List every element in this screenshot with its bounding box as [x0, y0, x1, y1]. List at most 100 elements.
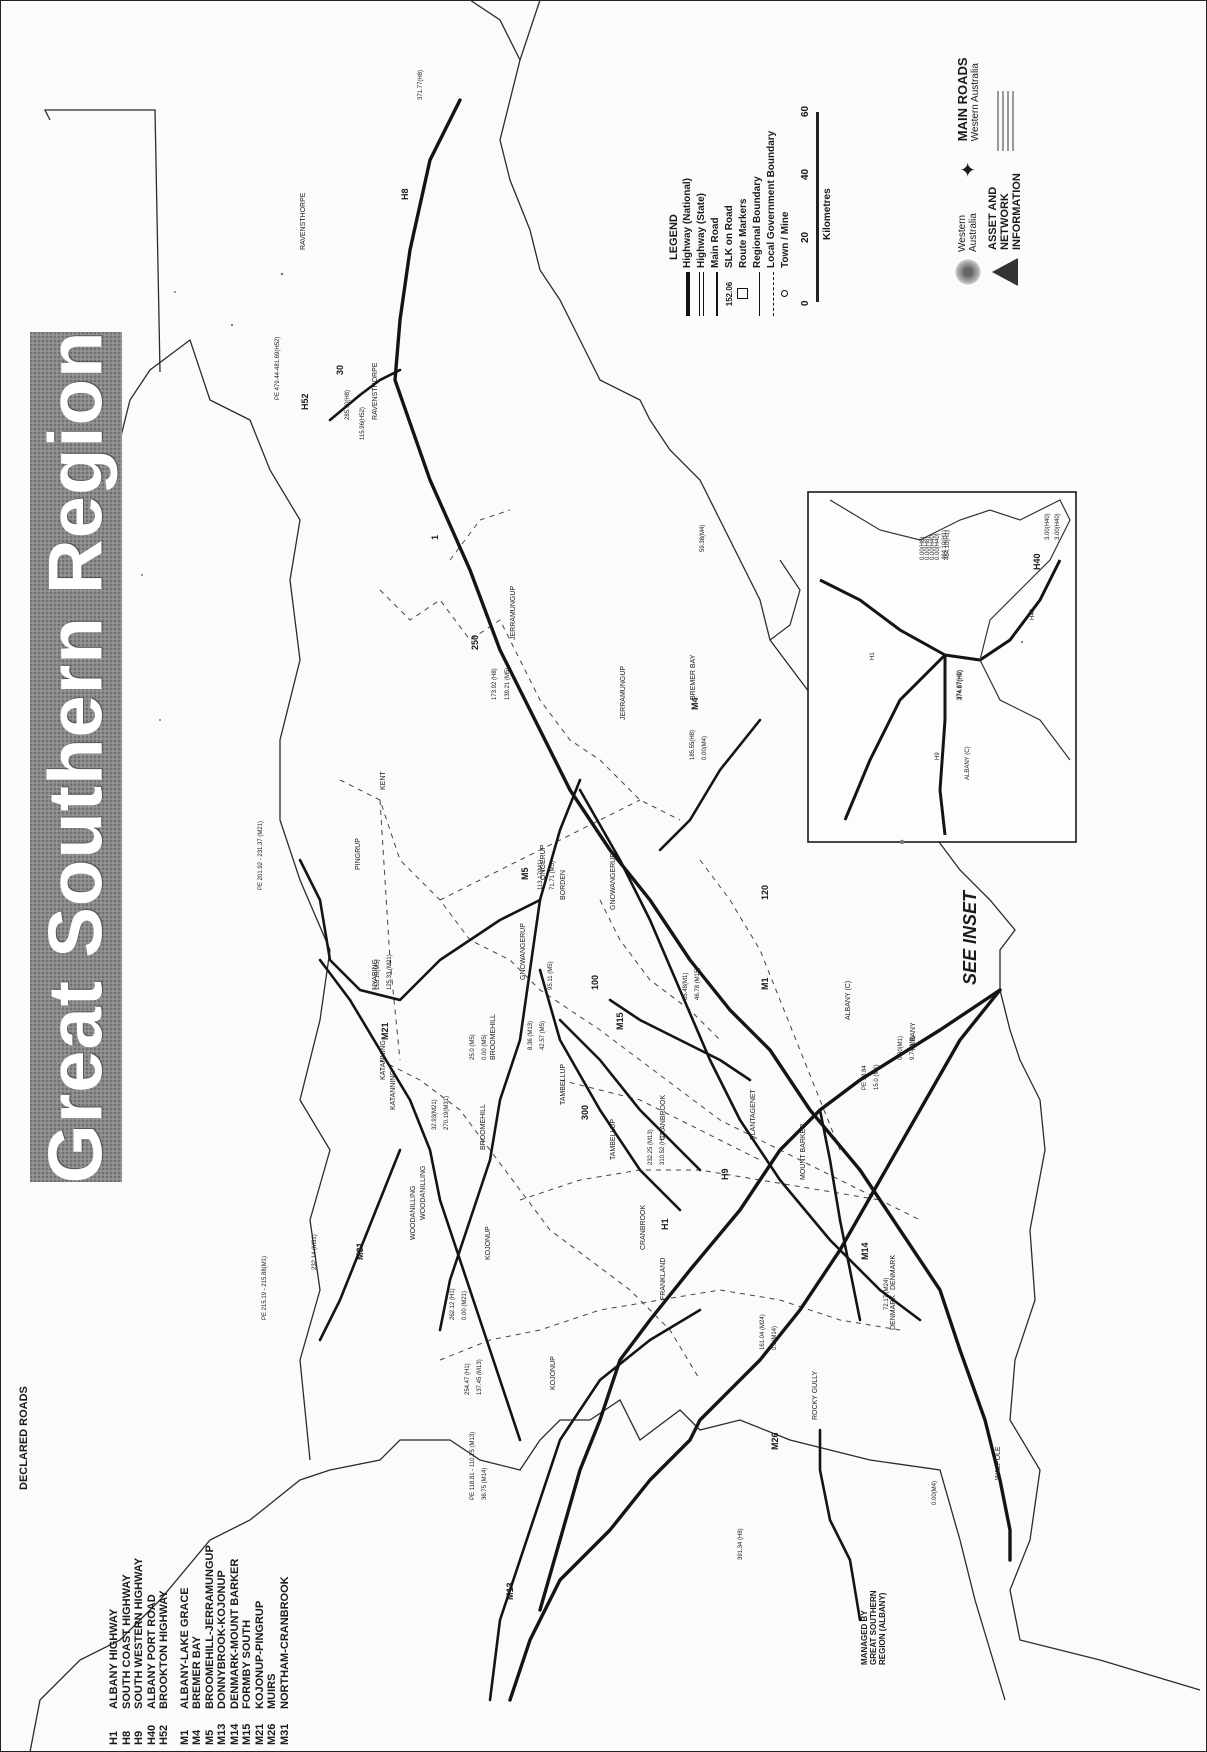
road-h52	[328, 368, 402, 422]
asset-triangle-icon	[992, 258, 1018, 286]
lga-label: PLANTAGENET	[750, 1089, 757, 1140]
slk-label: 3.00(H40)	[1055, 513, 1061, 540]
road-h1	[508, 988, 1002, 1702]
map-title: Great Southern Region	[33, 330, 119, 1184]
declared-road-name: ALBANY HIGHWAY	[108, 1608, 120, 1709]
slk-label: 391.34 (H8)	[738, 1528, 744, 1560]
road-pingrup-loop	[298, 858, 542, 1002]
slk-label: 72.17 (M24)	[884, 1277, 890, 1310]
declared-road-item: H9 SOUTH WESTERN HIGHWAY	[133, 1285, 146, 1745]
declared-road-code: H9	[133, 1730, 145, 1745]
slk-label: 95.11 (M5)	[548, 961, 554, 990]
slk-label: 46.78 (M15)	[695, 967, 701, 1000]
route-label: M4	[690, 697, 700, 710]
lga-label: BROOMEHILL	[480, 1104, 487, 1150]
managed-note-line: MANAGED BY	[860, 1610, 869, 1665]
declared-road-name: MUIRS	[266, 1673, 278, 1709]
slk-label: PE 201.92 - 231.37 (M21)	[258, 820, 264, 890]
declared-road-item: M21KOJONUP-PINGRUP	[254, 1285, 267, 1745]
roads	[298, 98, 1012, 1702]
asset-line: ASSET AND	[987, 186, 999, 250]
inset-label: 464.10(H1)	[945, 529, 951, 560]
legend-symbol-main	[711, 268, 720, 320]
inset-label: ALBANY (C)	[965, 746, 971, 780]
town-label: PINGRUP	[355, 838, 362, 870]
route-label: M15	[615, 1012, 625, 1030]
lga-label: RAVENSTHORPE	[300, 192, 307, 250]
slk-label: 262.12 (H1)	[450, 1288, 456, 1320]
regional-boundary-east	[469, 0, 521, 61]
route-label: H1	[660, 1218, 670, 1230]
legend-label: Town / Mine	[779, 211, 791, 268]
declared-road-code: H40	[145, 1724, 158, 1745]
declared-road-item: M5BROOMEHILL-JERRAMUNGUP	[204, 1285, 217, 1745]
town-label: DENMARK	[890, 1254, 897, 1290]
slk-label: PE 215.19 - 215.88(M1)	[262, 1255, 268, 1320]
inset-label: 0.00(H40)	[935, 533, 941, 560]
lga-label: KATANNING	[380, 1040, 387, 1080]
wa-crest-icon	[955, 258, 981, 286]
slk-label: 0.00 (M5)	[482, 1034, 488, 1060]
town-label: MOUNT BARKER	[800, 1123, 807, 1180]
main-roads-sub: Western Australia	[970, 63, 981, 142]
road-h9	[538, 988, 1002, 1612]
slk-label: 310.52 (H1)	[660, 1133, 666, 1165]
lga-label: GNOWANGERUP	[610, 853, 617, 910]
route-label: M31	[355, 1242, 365, 1260]
inset-label: H40	[1030, 608, 1036, 620]
wa-gov-label: Western Australia	[957, 213, 979, 252]
town-label: WALPOLE	[995, 1446, 1002, 1480]
legend-symbol-slk: 152.06	[724, 281, 734, 307]
legend-item: Route Markers	[736, 60, 750, 320]
declared-road-name: BROOMEHILL-JERRAMUNGUP	[203, 1545, 216, 1709]
legend-item: Main Road	[708, 60, 722, 320]
managed-note-line: GREAT SOUTHERN	[869, 1590, 878, 1665]
lga-label: JERRAMUNGUP	[620, 665, 627, 720]
declared-road-code: M15	[241, 1723, 253, 1745]
declared-road-name: KOJONUP-PINGRUP	[253, 1600, 266, 1709]
declared-road-name: BREMER BAY	[191, 1636, 203, 1709]
declared-road-code: H1	[108, 1730, 120, 1745]
route-label: H52	[300, 393, 310, 410]
inset-label: H1	[870, 652, 876, 660]
kangaroo-icon: ✦	[957, 161, 980, 178]
lga-label: DENMARK	[890, 1294, 897, 1330]
route-label: H8	[400, 188, 410, 200]
declared-road-code: M31	[278, 1723, 291, 1745]
route-label: H9	[720, 1168, 730, 1180]
route-label: 1	[430, 534, 440, 540]
inset-coast	[829, 499, 1071, 761]
declared-road-code: M1	[178, 1729, 191, 1745]
declared-road-name: ALBANY-LAKE GRACE	[178, 1587, 191, 1709]
route-label: M1	[760, 977, 770, 990]
slk-label: 32.93(M21)	[432, 1099, 438, 1130]
slk-label: 254.47 (H1)	[465, 1363, 471, 1395]
legend-item: Local Government Boundary	[764, 60, 778, 320]
route-label: 120	[760, 884, 770, 900]
route-label: M26	[770, 1432, 780, 1450]
lga-label: WOODANILLING	[410, 1185, 417, 1240]
declared-road-code: M13	[216, 1723, 228, 1745]
scale-tick: 40	[800, 168, 811, 180]
scan-noise	[141, 272, 1024, 845]
town-label: RAVENSTHORPE	[372, 362, 379, 420]
declared-road-name: DENMARK-MOUNT BARKER	[228, 1558, 241, 1709]
route-label: 250	[470, 634, 480, 650]
declared-road-name: SOUTH WESTERN HIGHWAY	[133, 1557, 145, 1709]
logo-block: Western Australia ✦ MAIN ROADS Western A…	[955, 0, 1023, 286]
declared-roads-heading: DECLARED ROADS	[18, 1386, 30, 1490]
see-inset-label: SEE INSET	[960, 890, 980, 985]
slk-label: 232.25 (M13)	[648, 1129, 654, 1165]
declared-road-item: M31NORTHAM-CRANBROOK	[279, 1285, 292, 1745]
slk-label: 139.21 (M5)	[505, 667, 511, 700]
road-m5	[438, 778, 582, 1332]
regional-boundary	[29, 1399, 1006, 1752]
town-label: KOJONUP	[485, 1226, 492, 1260]
slk-label: 113.17(M1)	[538, 859, 544, 890]
declared-road-name: DONNYBROOK-KOJONUP	[216, 1570, 228, 1709]
road-m26	[818, 1428, 862, 1622]
slk-label: 25.0 (M5)	[470, 1034, 476, 1060]
town-label: TAMBELLUP	[560, 1063, 567, 1105]
